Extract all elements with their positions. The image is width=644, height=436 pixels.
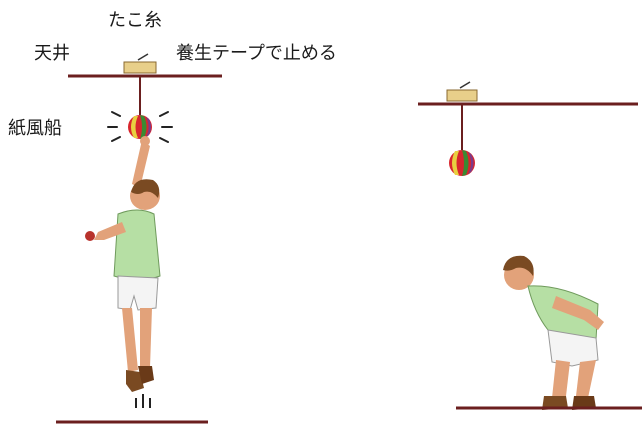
label-kite-string: たこ糸 [108, 10, 162, 31]
label-ceiling: 天井 [34, 43, 70, 64]
tape-icon-right [446, 81, 478, 102]
tape-icon [123, 53, 157, 74]
label-tape: 養生テープで止める [176, 43, 337, 64]
jumping-boy-figure [85, 136, 161, 392]
balloon-icon-right [449, 150, 475, 176]
crouching-boy-figure [503, 255, 604, 410]
label-balloon: 紙風船 [8, 118, 62, 139]
motion-lines-icon [135, 394, 151, 408]
impact-lines-icon [107, 111, 173, 143]
balloon-icon [128, 115, 152, 139]
